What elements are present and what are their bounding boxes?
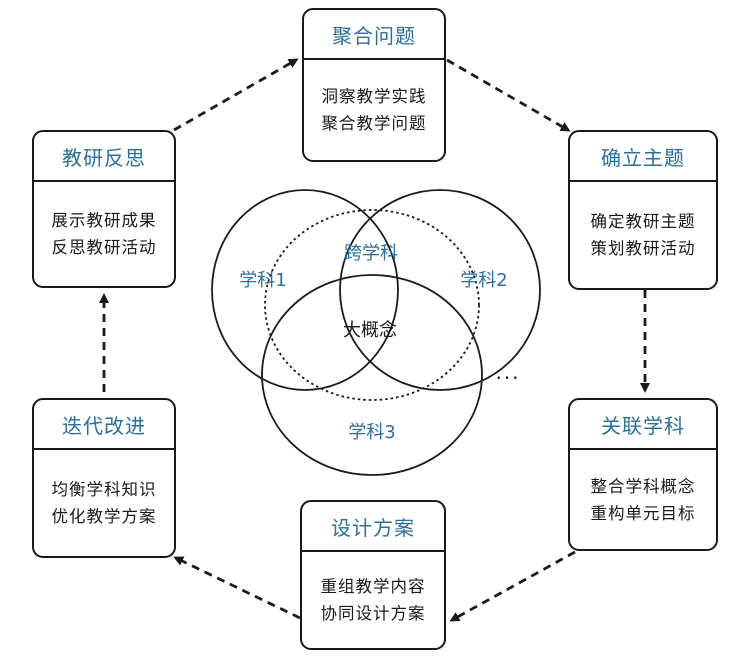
- venn-label-subject2: 学科2: [460, 270, 508, 291]
- box-aggregate-problems: 聚合问题 洞察教学实践 聚合教学问题: [302, 8, 446, 162]
- box-relate-subjects: 关联学科 整合学科概念 重构单元目标: [568, 398, 718, 551]
- box-relate-subjects-body: 整合学科概念 重构单元目标: [570, 450, 716, 549]
- arrow-design-to-iterate: [173, 556, 301, 620]
- venn-circle-subject1: [211, 189, 399, 391]
- box-aggregate-problems-line-2: 聚合教学问题: [321, 114, 427, 133]
- box-establish-topic-line-2: 策划教研活动: [590, 239, 696, 258]
- box-iterate-improve: 迭代改进 均衡学科知识 优化教学方案: [32, 398, 176, 558]
- box-design-plan-title: 设计方案: [302, 502, 444, 552]
- venn-label-subject1: 学科1: [239, 270, 287, 291]
- box-relate-subjects-line-1: 整合学科概念: [590, 476, 696, 496]
- box-establish-topic-body: 确定教研主题 策划教研活动: [570, 182, 716, 288]
- box-iterate-improve-line-2: 优化教学方案: [51, 507, 157, 526]
- box-establish-topic-title: 确立主题: [570, 132, 716, 182]
- box-design-plan-line-1: 重组教学内容: [320, 577, 426, 596]
- box-research-reflection-title: 教研反思: [34, 132, 174, 182]
- venn-more-ellipsis: ···: [495, 366, 521, 390]
- venn-circle-subject3: [261, 274, 483, 476]
- arrow-aggregate-to-topic: [446, 58, 571, 132]
- box-aggregate-problems-line-1: 洞察教学实践: [321, 87, 427, 106]
- venn-label-cross-subject: 跨学科: [344, 243, 398, 264]
- box-design-plan-line-2: 协同设计方案: [320, 604, 426, 623]
- box-relate-subjects-line-2: 重构单元目标: [590, 503, 696, 523]
- box-iterate-improve-title: 迭代改进: [34, 400, 174, 450]
- box-iterate-improve-body: 均衡学科知识 优化教学方案: [34, 450, 174, 556]
- box-research-reflection-body: 展示教研成果 反思教研活动: [34, 182, 174, 286]
- arrow-reflect-to-aggregate: [173, 58, 299, 132]
- box-aggregate-problems-body: 洞察教学实践 聚合教学问题: [304, 60, 444, 160]
- venn-circle-cross-subject: [264, 209, 480, 401]
- box-research-reflection: 教研反思 展示教研成果 反思教研活动: [32, 130, 176, 288]
- venn-label-big-concept: 大概念: [343, 320, 397, 341]
- arrow-relate-to-design: [449, 550, 576, 622]
- box-design-plan-body: 重组教学内容 协同设计方案: [302, 552, 444, 648]
- venn-label-subject3: 学科3: [348, 422, 396, 443]
- box-research-reflection-line-2: 反思教研活动: [51, 238, 157, 257]
- box-relate-subjects-title: 关联学科: [570, 400, 716, 450]
- box-iterate-improve-line-1: 均衡学科知识: [51, 480, 157, 499]
- box-establish-topic: 确立主题 确定教研主题 策划教研活动: [568, 130, 718, 290]
- box-establish-topic-line-1: 确定教研主题: [590, 212, 696, 231]
- venn-circle-subject2: [339, 189, 541, 391]
- box-aggregate-problems-title: 聚合问题: [304, 10, 444, 60]
- box-research-reflection-line-1: 展示教研成果: [51, 211, 157, 230]
- box-design-plan: 设计方案 重组教学内容 协同设计方案: [300, 500, 446, 650]
